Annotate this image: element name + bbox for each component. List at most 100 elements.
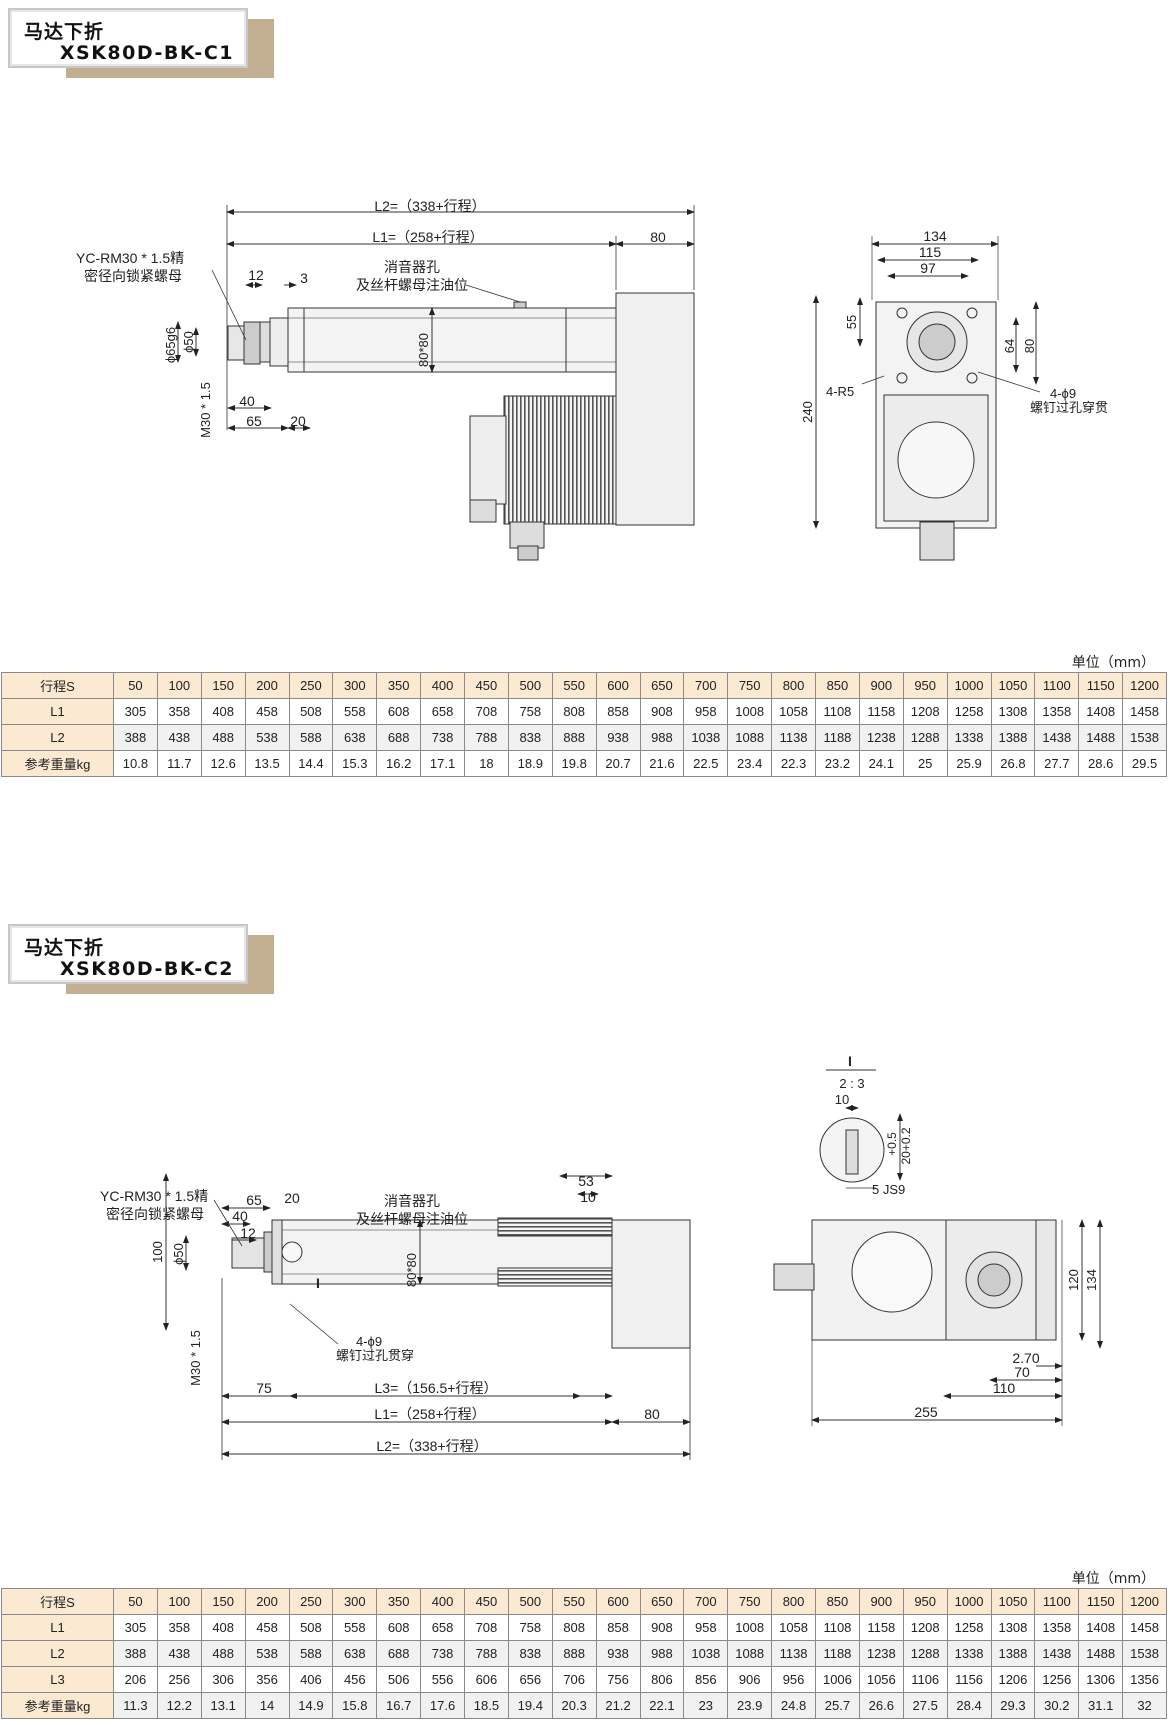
table-cell: 12.2 [156, 1692, 202, 1719]
label-100: 100 [150, 1241, 165, 1263]
table-cell: 14.9 [288, 1692, 334, 1719]
label-134: 134 [923, 228, 947, 244]
section-c1: 马达下折 XSK80D-BK-C1 [0, 0, 1170, 800]
stroke-header-cell: 250 [288, 1588, 334, 1615]
table-cell: 658 [420, 698, 465, 725]
label-tol1: +0.5 [885, 1132, 899, 1156]
table-cell: 358 [156, 698, 202, 725]
table-cell: 13.5 [244, 750, 290, 777]
label-silencer1: 消音器孔 [384, 1193, 440, 1209]
table-cell: 29.3 [990, 1692, 1036, 1719]
stroke-header-cell: 950 [902, 1588, 948, 1615]
label-70: 70 [1014, 1364, 1030, 1380]
label-80-end: 80 [1022, 339, 1037, 353]
label-53: 53 [578, 1173, 594, 1189]
table-cell: 1038 [683, 1640, 729, 1667]
table-cell: 858 [595, 1614, 641, 1641]
label-3: 3 [300, 270, 308, 286]
table-cell: 1208 [902, 1614, 948, 1641]
label-phi65: ϕ65g6 [163, 327, 178, 363]
table-cell: 656 [507, 1666, 553, 1693]
unit-label: 单位（mm） [1071, 655, 1155, 671]
table-cell: 21.6 [639, 750, 685, 777]
stroke-header-cell: 1150 [1078, 672, 1124, 699]
table-cell: 588 [288, 1640, 334, 1667]
table-cell: 958 [683, 1614, 729, 1641]
table-cell: 1108 [815, 1614, 860, 1641]
table-cell: 958 [683, 698, 729, 725]
table-cell: 588 [288, 724, 334, 751]
table-cell: 908 [639, 698, 685, 725]
stroke-header-cell: 1150 [1078, 1588, 1124, 1615]
bottom-view [773, 1219, 1103, 1426]
table-cell: 438 [156, 1640, 202, 1667]
table-cell: 488 [200, 724, 246, 751]
badge-model: XSK80D-BK-C1 [59, 42, 234, 64]
table-cell: 25.7 [815, 1692, 860, 1719]
table-cell: 1438 [1034, 1640, 1080, 1667]
model-badge: 马达下折 XSK80D-BK-C2 [2, 918, 274, 994]
table-cell: 1308 [990, 698, 1036, 725]
label-phi50: ϕ50 [181, 331, 196, 353]
table-cell: 13.1 [200, 1692, 246, 1719]
table-cell: 408 [200, 1614, 246, 1641]
table-cell: 1238 [858, 1640, 904, 1667]
table-cell: 1458 [1122, 1614, 1167, 1641]
table-cell: 458 [244, 1614, 290, 1641]
label-tol2: 20+0.2 [899, 1127, 913, 1164]
table-cell: 838 [507, 1640, 553, 1667]
stroke-header-cell: 900 [858, 672, 904, 699]
table-cell: 888 [551, 724, 597, 751]
table-cell: 708 [464, 698, 509, 725]
table-cell: 988 [639, 1640, 685, 1667]
stroke-header-cell: 550 [551, 672, 597, 699]
label-134: 134 [1084, 1269, 1099, 1291]
table-cell: 26.6 [858, 1692, 904, 1719]
table-cell: 888 [551, 1640, 597, 1667]
table-cell: 1188 [815, 1640, 860, 1667]
unit-label: 单位（mm） [1071, 1571, 1155, 1587]
table-cell: 12.6 [200, 750, 246, 777]
table-cell: 1338 [946, 1640, 992, 1667]
table-cell: 358 [156, 1614, 202, 1641]
label-r5: 4-R5 [826, 384, 854, 399]
table-cell: 22.1 [639, 1692, 685, 1719]
table-cell: 838 [507, 724, 553, 751]
label-97: 97 [920, 260, 936, 276]
side-view [163, 1173, 691, 1460]
table-cell: 1356 [1122, 1666, 1167, 1693]
table-cell: 1258 [946, 1614, 992, 1641]
table-cell: 1008 [727, 698, 773, 725]
table-cell: 938 [595, 724, 641, 751]
side-view [175, 205, 695, 561]
detail-title: I [848, 1053, 852, 1069]
table-cell: 638 [332, 1640, 378, 1667]
label-key: 5 JS9 [872, 1182, 905, 1197]
stroke-header-cell: 650 [639, 1588, 685, 1615]
stroke-header-cell: 500 [507, 672, 553, 699]
label-80: 80 [650, 229, 666, 245]
table-cell: 22.5 [683, 750, 729, 777]
table-cell: 31.1 [1078, 1692, 1124, 1719]
label-nut2: 密径向锁紧螺母 [84, 268, 182, 284]
stroke-header-cell: 750 [727, 672, 773, 699]
table-cell: 1108 [815, 698, 860, 725]
table-cell: 1008 [727, 1614, 773, 1641]
table-cell: 956 [771, 1666, 816, 1693]
stroke-header-cell: 950 [902, 672, 948, 699]
label-d10: 10 [835, 1092, 849, 1107]
table-cell: 19.4 [507, 1692, 553, 1719]
table-cell: 1088 [727, 1640, 773, 1667]
table-cell: 808 [551, 1614, 597, 1641]
row-label: L1 [1, 1614, 114, 1641]
table-cell: 20.7 [595, 750, 641, 777]
table-cell: 1308 [990, 1614, 1036, 1641]
table-cell: 388 [113, 1640, 158, 1667]
table-cell: 1158 [858, 698, 904, 725]
actuator-body [287, 307, 619, 373]
table-cell: 658 [420, 1614, 465, 1641]
table-cell: 1438 [1034, 724, 1080, 751]
row-label: L1 [1, 698, 114, 725]
